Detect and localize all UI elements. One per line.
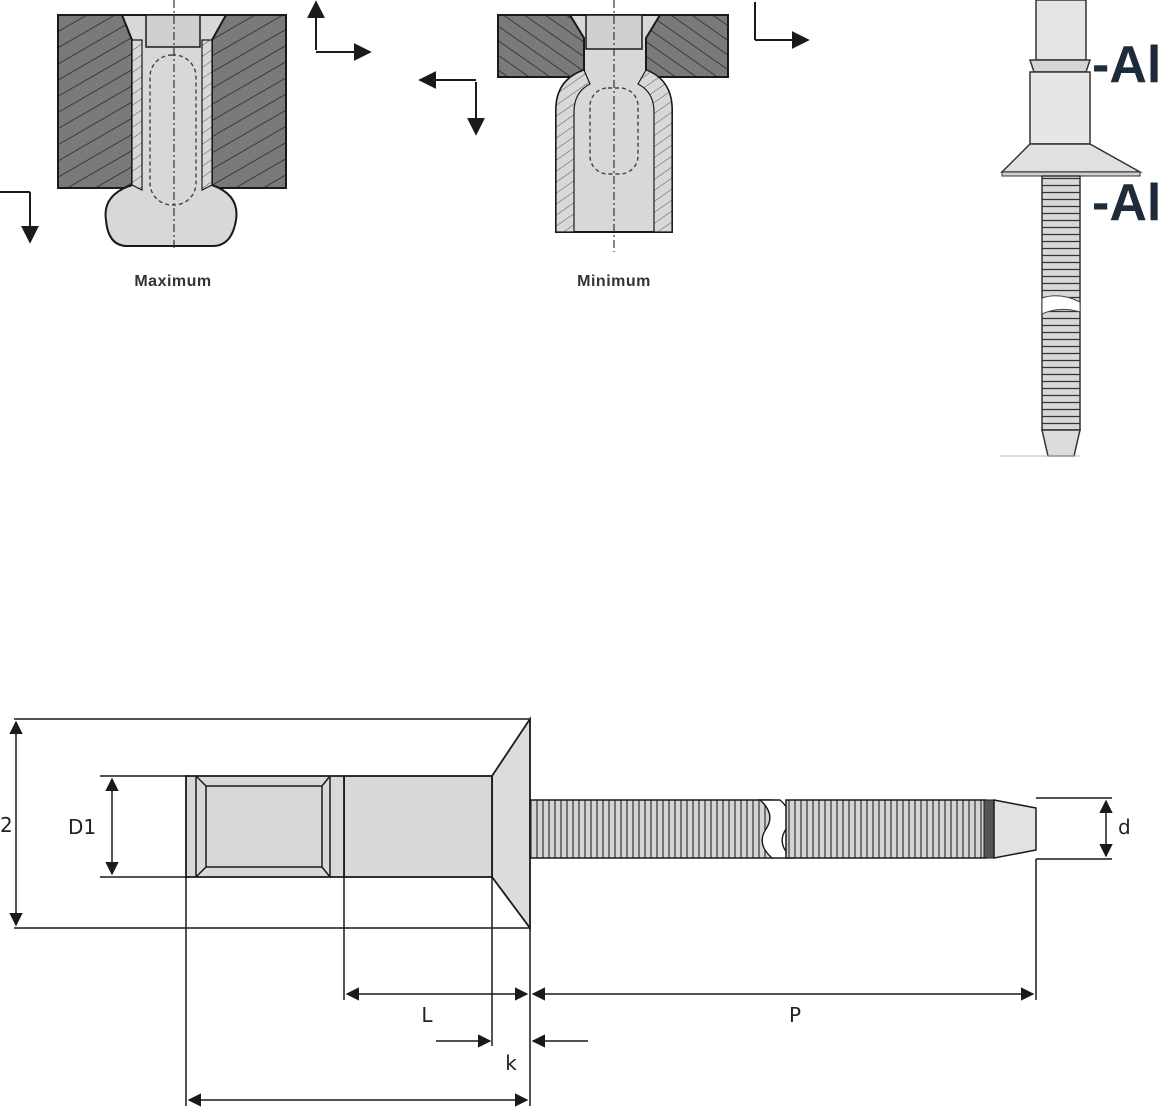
caption-minimum: Minimum xyxy=(577,273,651,290)
label-mandrel-length: P xyxy=(789,1003,801,1027)
callout-lower: -Al xyxy=(1092,174,1160,232)
label-length: L xyxy=(421,1003,433,1027)
label-head-diameter: 2 xyxy=(0,813,13,837)
dimension-drawing: 2 D1 d L xyxy=(0,716,1131,1107)
rivet-head xyxy=(491,716,531,931)
maximum-grip-figure: Maximum xyxy=(0,0,372,290)
label-head-height: k xyxy=(505,1051,517,1075)
mandrel-right xyxy=(785,799,987,859)
mandrel-tip xyxy=(993,799,1037,859)
mandrel-left xyxy=(529,799,773,859)
rivet-side-view: -Al -Al xyxy=(1000,0,1160,457)
callout-upper: -Al xyxy=(1092,36,1160,94)
rivet-sleeve xyxy=(343,775,493,878)
label-mandrel-diameter: d xyxy=(1118,815,1131,839)
caption-maximum: Maximum xyxy=(134,273,211,290)
label-body-diameter: D1 xyxy=(68,815,96,839)
minimum-grip-figure: Minimum xyxy=(418,0,810,290)
